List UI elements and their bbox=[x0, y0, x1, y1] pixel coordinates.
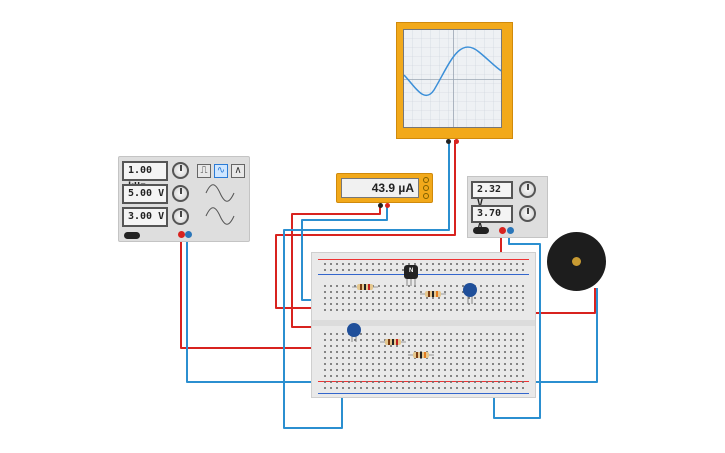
wire-blue bbox=[520, 288, 598, 383]
mode-selector-dot[interactable] bbox=[423, 193, 429, 199]
mode-selector-dot[interactable] bbox=[423, 185, 429, 191]
voltage-display: 2.32 V bbox=[471, 181, 513, 209]
offset-display: 3.00 V bbox=[122, 207, 168, 227]
resistor[interactable] bbox=[420, 291, 446, 297]
probe-positive-terminal[interactable] bbox=[454, 139, 459, 144]
oscilloscope-trace bbox=[404, 46, 501, 97]
capacitor[interactable] bbox=[347, 323, 361, 342]
probe-negative-terminal[interactable] bbox=[446, 139, 451, 144]
terminal-strip-upper bbox=[322, 283, 527, 315]
multimeter-a-terminal[interactable] bbox=[385, 203, 390, 208]
power-supply: 2.32 V 3.70 A bbox=[467, 176, 548, 238]
negative-terminal[interactable] bbox=[185, 231, 192, 238]
resistor[interactable] bbox=[380, 339, 406, 345]
square-wave-icon: ⎍ bbox=[200, 165, 208, 176]
wire-blue bbox=[283, 140, 450, 429]
power-rail-top bbox=[322, 261, 527, 273]
wire-blue bbox=[186, 235, 348, 383]
frequency-knob[interactable] bbox=[172, 162, 189, 179]
amplitude-knob[interactable] bbox=[172, 185, 189, 202]
oscilloscope-grid bbox=[404, 30, 501, 127]
supply-negative-terminal[interactable] bbox=[507, 227, 514, 234]
positive-terminal[interactable] bbox=[178, 231, 185, 238]
piezo-buzzer[interactable] bbox=[547, 232, 606, 291]
power-rail-bottom bbox=[322, 379, 527, 393]
power-toggle[interactable] bbox=[124, 232, 140, 239]
amplitude-display: 5.00 V bbox=[122, 184, 168, 204]
breadboard bbox=[311, 252, 536, 398]
function-generator: 1.00 kHz 5.00 V 3.00 V ⎍ ∿ ∧ bbox=[118, 156, 250, 242]
square-wave-button[interactable]: ⎍ bbox=[197, 164, 211, 178]
voltage-knob[interactable] bbox=[519, 181, 536, 198]
sine-wave-icon: ∿ bbox=[216, 165, 226, 176]
power-supply-toggle[interactable] bbox=[473, 227, 489, 234]
supply-positive-terminal[interactable] bbox=[499, 227, 506, 234]
multimeter-com-terminal[interactable] bbox=[378, 203, 383, 208]
current-display: 3.70 A bbox=[471, 205, 513, 233]
resistor[interactable] bbox=[408, 352, 434, 358]
oscilloscope bbox=[396, 22, 513, 144]
offset-knob[interactable] bbox=[172, 208, 189, 225]
multimeter: 43.9 µA bbox=[336, 173, 433, 208]
transistor[interactable] bbox=[404, 265, 418, 286]
mode-selector-dot[interactable] bbox=[423, 177, 429, 183]
current-knob[interactable] bbox=[519, 205, 536, 222]
oscilloscope-screen bbox=[403, 29, 502, 128]
transistor-label: N bbox=[409, 268, 414, 274]
wire-blue bbox=[493, 231, 541, 419]
capacitor[interactable] bbox=[463, 283, 477, 304]
triangle-wave-icon: ∧ bbox=[234, 165, 242, 176]
triangle-wave-button[interactable]: ∧ bbox=[231, 164, 245, 178]
multimeter-display: 43.9 µA bbox=[341, 178, 419, 198]
resistor[interactable] bbox=[352, 284, 378, 290]
amplitude-sine-icon bbox=[205, 184, 235, 202]
offset-sine-icon bbox=[205, 207, 235, 225]
sine-wave-button[interactable]: ∿ bbox=[214, 164, 228, 178]
